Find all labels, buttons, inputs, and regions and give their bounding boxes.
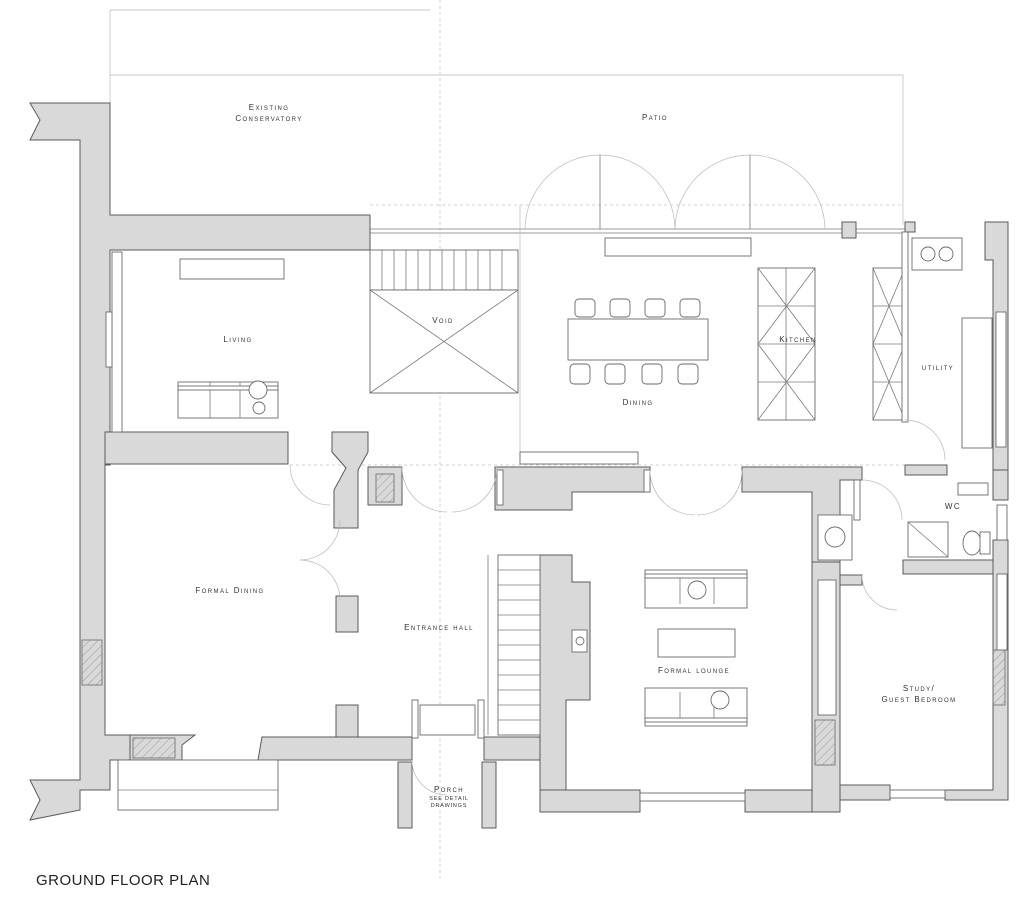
label-formal-dining: Formal Dining — [195, 586, 264, 595]
label-void: Void — [432, 316, 454, 325]
living-furniture — [177, 258, 285, 419]
label-study: Study/ — [903, 684, 935, 693]
label-formal-lounge: Formal lounge — [658, 666, 730, 675]
kitchen-furniture — [757, 231, 909, 423]
void-stairs — [369, 249, 519, 394]
door-swings — [289, 419, 946, 796]
label-kitchen: Kitchen — [779, 335, 816, 344]
construction-lines — [109, 0, 905, 880]
wc-furniture — [907, 482, 991, 558]
rear-glazing — [368, 205, 905, 465]
label-utility: utility — [922, 363, 954, 372]
entrance-furniture — [411, 699, 485, 739]
label-porch-note-1: SEE DETAIL — [429, 796, 468, 802]
dining-furniture — [567, 237, 752, 385]
hatched-elements — [81, 473, 1006, 766]
label-patio: Patio — [642, 113, 668, 122]
plan-title: GROUND FLOOR PLAN — [36, 872, 211, 889]
label-guest-bedroom: Guest Bedroom — [882, 695, 957, 704]
label-existing: Existing — [249, 103, 290, 112]
label-living: Living — [223, 335, 252, 344]
hall-stairs — [487, 554, 541, 736]
label-entrance-hall: Entrance hall — [404, 623, 474, 632]
label-conservatory: Conservatory — [235, 114, 302, 123]
label-wc: WC — [945, 502, 961, 511]
lounge-furniture — [519, 451, 748, 727]
utility-furniture — [911, 237, 993, 449]
label-porch: Porch — [434, 785, 464, 794]
window-frames — [105, 251, 1008, 811]
study-kitchenette — [817, 514, 853, 716]
dining-chairs — [569, 298, 701, 385]
room-labels: Existing Conservatory Patio Living Void … — [195, 103, 961, 809]
label-dining: Dining — [623, 398, 654, 407]
patio-door-arcs — [524, 154, 826, 230]
label-porch-note-2: DRAWINGS — [431, 803, 467, 809]
